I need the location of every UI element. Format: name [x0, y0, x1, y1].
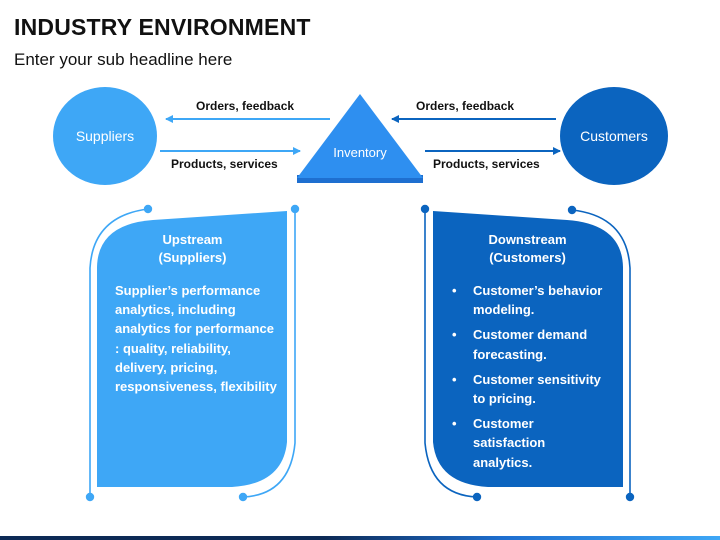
downstream-title: Downstream — [488, 232, 567, 247]
upstream-dot-top-right — [290, 204, 300, 214]
upstream-dot-top-left — [143, 204, 153, 214]
inventory-label: Inventory — [333, 145, 387, 160]
downstream-dot-bottom-left — [472, 492, 482, 502]
upstream-dot-bottom-right — [238, 492, 248, 502]
downstream-dot-top-right — [567, 205, 577, 215]
page-subtitle: Enter your sub headline here — [14, 50, 233, 69]
label-orders-feedback-left: Orders, feedback — [196, 99, 295, 113]
downstream-list: Customer’s behavior modeling. Customer d… — [448, 281, 608, 478]
downstream-subtitle: (Customers) — [489, 250, 566, 265]
upstream-outline-right — [242, 209, 296, 498]
page-title: INDUSTRY ENVIRONMENT — [14, 14, 311, 40]
inventory-triangle — [297, 94, 423, 178]
customers-label: Customers — [580, 128, 648, 144]
downstream-outline — [571, 209, 631, 495]
footer-bar — [0, 536, 720, 540]
downstream-item: Customer sensitivity to pricing. — [448, 370, 608, 408]
downstream-dot-top-left — [420, 204, 430, 214]
upstream-subtitle: (Suppliers) — [158, 250, 227, 265]
upstream-outline — [89, 208, 149, 495]
downstream-outline-left — [424, 209, 478, 498]
downstream-item: Customer demand forecasting. — [448, 325, 608, 363]
downstream-item: Customer’s behavior modeling. — [448, 281, 608, 319]
label-products-services-right: Products, services — [433, 157, 540, 171]
upstream-dot-bottom-left — [85, 492, 95, 502]
downstream-heading: Downstream (Customers) — [455, 231, 600, 267]
upstream-title: Upstream — [162, 232, 223, 247]
suppliers-node: Suppliers — [53, 87, 157, 185]
upstream-card — [97, 211, 287, 487]
upstream-description: Supplier’s performance analytics, includ… — [115, 283, 277, 395]
suppliers-label: Suppliers — [75, 128, 135, 144]
label-orders-feedback-right: Orders, feedback — [416, 99, 515, 113]
customers-node: Customers — [560, 87, 668, 185]
downstream-item: Customer satisfaction analytics. — [448, 414, 608, 472]
downstream-dot-bottom-right — [625, 492, 635, 502]
label-products-services-left: Products, services — [171, 157, 278, 171]
upstream-heading: Upstream (Suppliers) — [120, 231, 265, 267]
